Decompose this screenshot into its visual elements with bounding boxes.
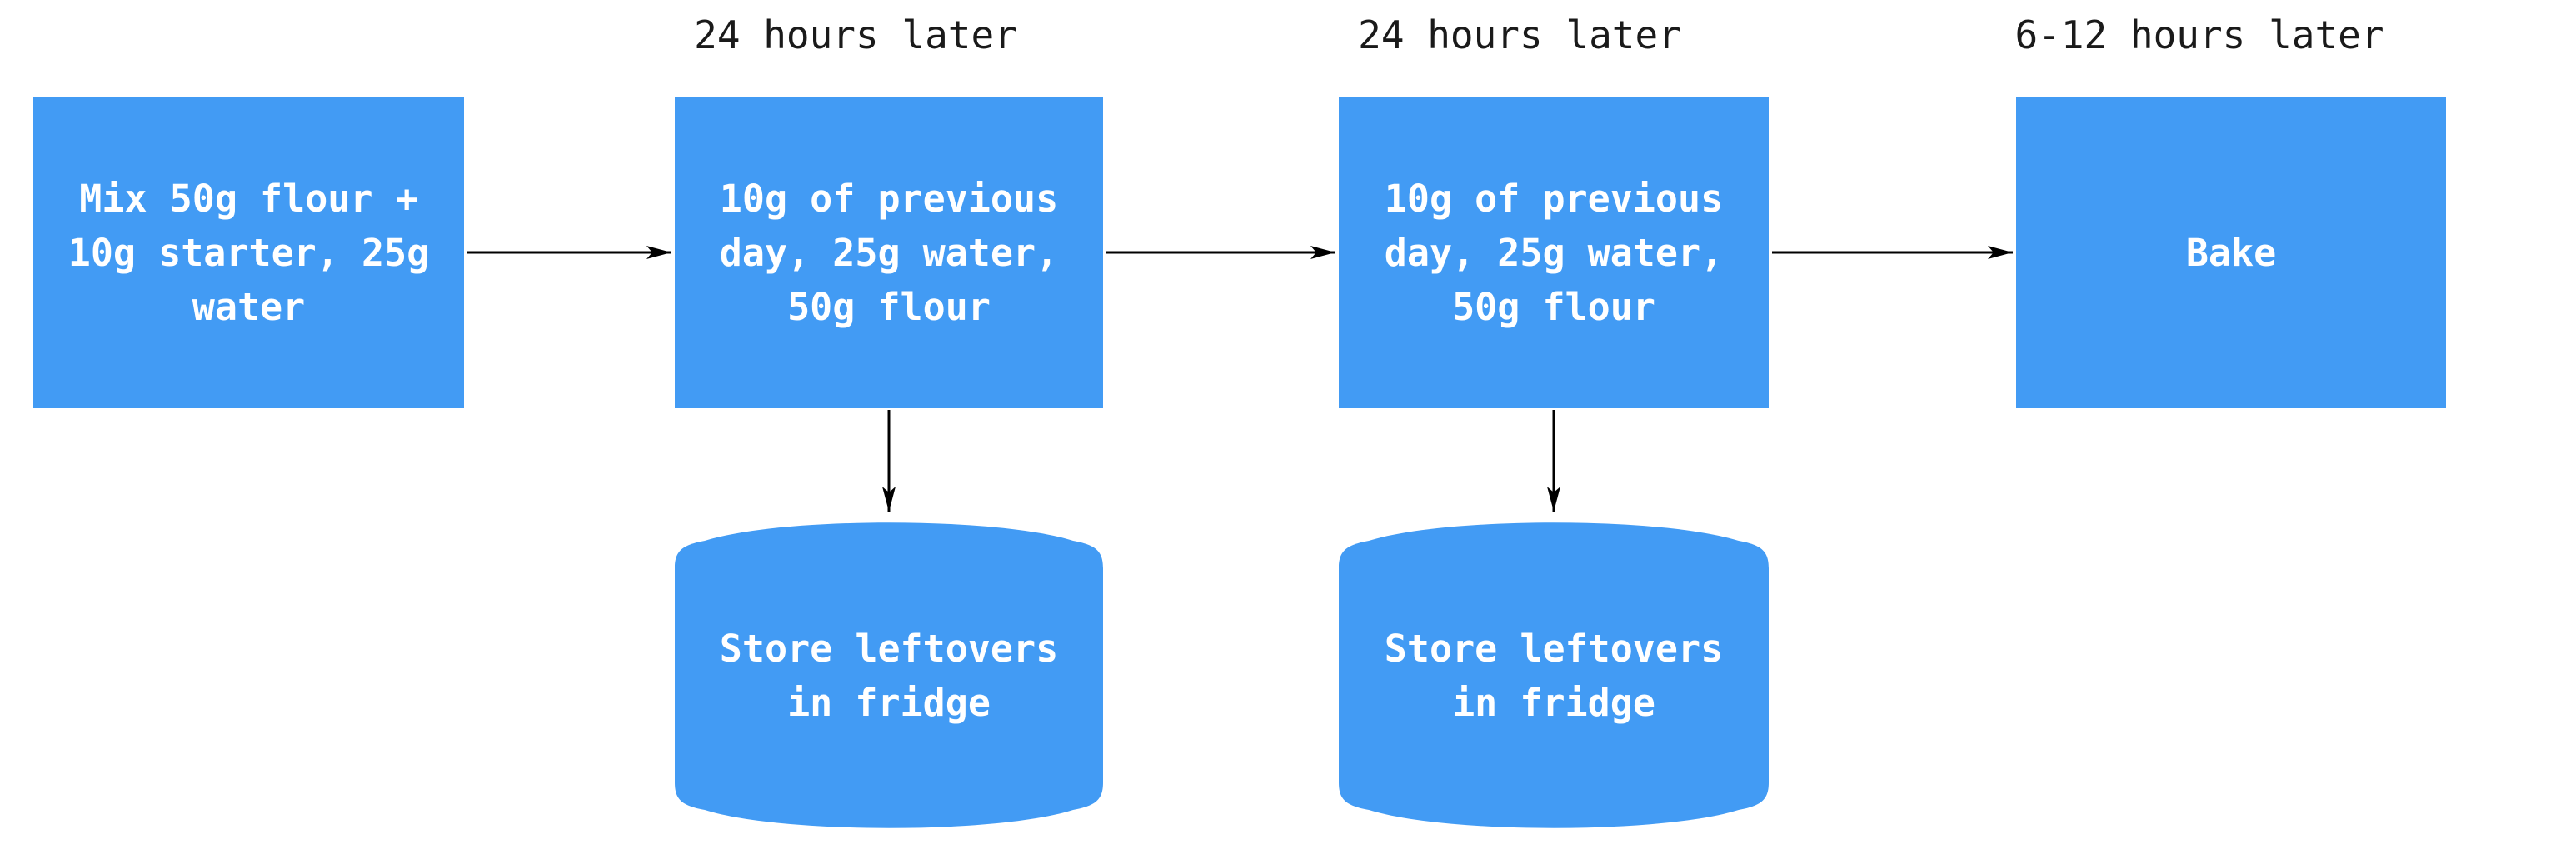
cylinder-shape-icon (1339, 522, 1769, 828)
node-feed-day-2: 10g of previous day, 25g water, 50g flou… (675, 97, 1103, 408)
node-store-leftovers-2: Store leftovers in fridge (1339, 515, 1769, 836)
node-label: Bake (2185, 231, 2277, 275)
edge-label-24-hours-2: 24 hours later (1358, 12, 1681, 57)
node-label: 10g of previous day, 25g water, 50g flou… (719, 177, 1059, 329)
edge-label-6-12-hours: 6-12 hours later (2014, 12, 2384, 57)
node-label: 10g of previous day, 25g water, 50g flou… (1384, 177, 1724, 329)
node-label: Mix 50g flour + 10g starter, 25g water (67, 177, 430, 329)
cylinder-shape-icon (675, 522, 1103, 828)
node-feed-day-3: 10g of previous day, 25g water, 50g flou… (1339, 97, 1769, 408)
node-label: Store leftovers in fridge (719, 626, 1059, 725)
node-store-leftovers-1: Store leftovers in fridge (675, 515, 1103, 836)
edge-label-24-hours-1: 24 hours later (694, 12, 1017, 57)
node-mix-starter: Mix 50g flour + 10g starter, 25g water (33, 97, 464, 408)
node-bake: Bake (2016, 97, 2446, 408)
node-label: Store leftovers in fridge (1384, 626, 1724, 725)
